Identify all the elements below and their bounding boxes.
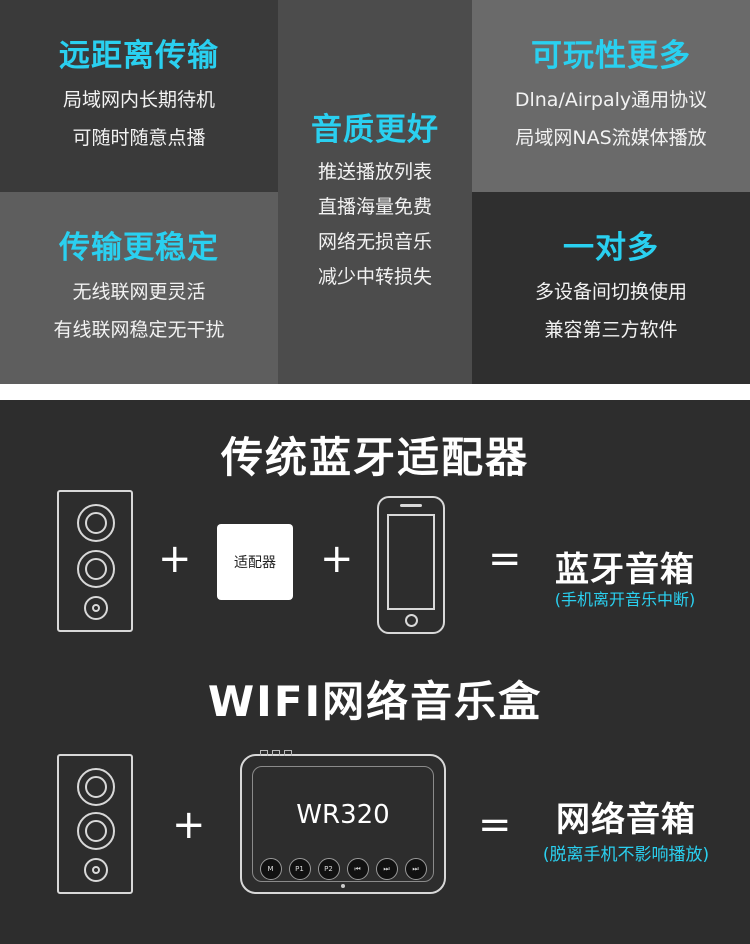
feature-title: 传输更稳定 <box>59 230 219 266</box>
speaker-woofer-icon <box>77 768 115 806</box>
feature-line: 局域网内长期待机 <box>62 89 215 111</box>
feature-title: 一对多 <box>563 230 659 266</box>
equals-sign: = <box>488 536 522 582</box>
wifi-result: 网络音箱 <box>556 800 696 840</box>
feature-line: 局域网NAS流媒体播放 <box>515 127 707 149</box>
skip-button-icon: ⏭ <box>404 858 427 880</box>
feature-line: 无线联网更灵活 <box>72 281 206 303</box>
feature-remote: 远距离传输 局域网内长期待机 可随时随意点播 <box>0 0 278 192</box>
device-model: WR320 <box>296 800 390 830</box>
feature-title: 可玩性更多 <box>531 38 691 74</box>
feature-line: 推送播放列表 <box>317 161 432 183</box>
phone-speaker-icon <box>400 504 422 507</box>
speaker-tweeter-icon <box>84 596 108 620</box>
wr320-device: WR320 M P1 P2 ⏮ ⏭ ⏭ <box>240 750 446 894</box>
section-divider <box>0 384 750 400</box>
equals-sign: = <box>478 802 512 848</box>
speaker-woofer-icon <box>77 812 115 850</box>
feature-line: Dlna/Airpaly通用协议 <box>514 89 708 111</box>
feature-line: 可随时随意点播 <box>72 127 206 149</box>
speaker-tweeter-icon <box>84 858 108 882</box>
preset2-button-icon: P2 <box>317 858 340 880</box>
bluetooth-result: 蓝牙音箱 <box>555 550 695 590</box>
wifi-result-note: (脱离手机不影响播放) <box>542 845 710 865</box>
features-grid: 远距离传输 局域网内长期待机 可随时随意点播 传输更稳定 无线联网更灵活 有线联… <box>0 0 750 384</box>
plus-sign: + <box>320 536 354 582</box>
feature-quality: 音质更好 推送播放列表 直播海量免费 网络无损音乐 减少中转损失 <box>278 0 472 384</box>
feature-title: 音质更好 <box>311 112 439 148</box>
speaker-icon <box>57 754 133 894</box>
bluetooth-result-note: (手机离开音乐中断) <box>554 590 696 609</box>
device-buttons: M P1 P2 ⏮ ⏭ ⏭ <box>242 858 444 880</box>
feature-line: 减少中转损失 <box>317 266 432 288</box>
next-button-icon: ⏭ <box>375 858 398 880</box>
phone-home-button-icon <box>405 614 418 627</box>
feature-line: 有线联网稳定无干扰 <box>53 319 225 341</box>
device-panel <box>252 766 434 882</box>
wifi-title: WIFI网络音乐盒 <box>207 677 543 726</box>
device-ports-icon <box>260 750 292 756</box>
feature-stable: 传输更稳定 无线联网更灵活 有线联网稳定无干扰 <box>0 192 278 384</box>
feature-line: 网络无损音乐 <box>317 231 432 253</box>
feature-line: 兼容第三方软件 <box>544 319 678 341</box>
feature-multi: 一对多 多设备间切换使用 兼容第三方软件 <box>472 192 750 384</box>
plus-sign: + <box>172 802 206 848</box>
feature-playability: 可玩性更多 Dlna/Airpaly通用协议 局域网NAS流媒体播放 <box>472 0 750 192</box>
adapter-box: 适配器 <box>217 524 293 600</box>
phone-screen-icon <box>387 514 435 610</box>
comparison-section: 传统蓝牙适配器 + 适配器 + = 蓝牙音箱 (手机离开音乐中断) WIFI网络… <box>0 400 750 944</box>
mode-button-icon: M <box>259 858 282 880</box>
bluetooth-title: 传统蓝牙适配器 <box>220 433 529 482</box>
plus-sign: + <box>158 536 192 582</box>
feature-title: 远距离传输 <box>59 38 219 74</box>
speaker-woofer-icon <box>77 504 115 542</box>
adapter-label: 适配器 <box>234 555 276 571</box>
speaker-icon <box>57 490 133 632</box>
status-led-icon <box>341 884 345 888</box>
previous-button-icon: ⏮ <box>346 858 369 880</box>
speaker-woofer-icon <box>77 550 115 588</box>
smartphone-icon <box>377 496 445 634</box>
preset1-button-icon: P1 <box>288 858 311 880</box>
feature-line: 直播海量免费 <box>317 196 432 218</box>
feature-line: 多设备间切换使用 <box>534 281 687 303</box>
